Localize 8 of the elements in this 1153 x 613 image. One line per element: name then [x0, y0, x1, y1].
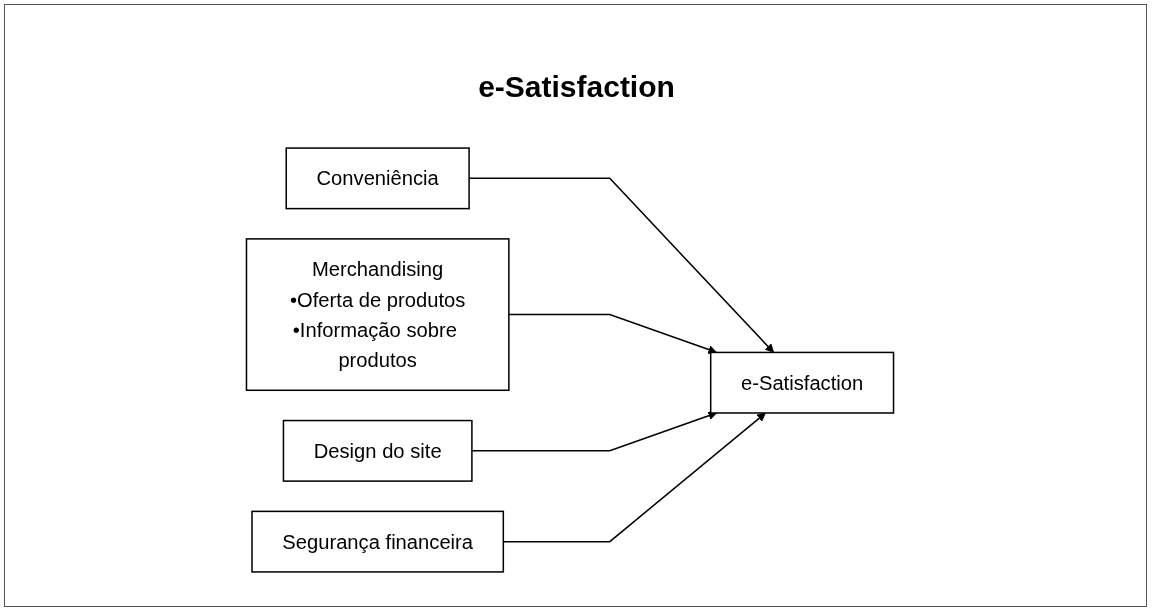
node-box: Merchandising •Oferta de produtos •Informação sobre produtos [245, 238, 510, 392]
node-box: Design do site [282, 419, 473, 482]
node-box: Conveniência [285, 147, 470, 210]
node-box: Segurança financeira [251, 510, 505, 573]
node-box: e-Satisfaction [709, 351, 895, 414]
arrow [471, 411, 718, 452]
diagram-title: e-Satisfaction [477, 70, 676, 104]
arrow [508, 313, 718, 354]
